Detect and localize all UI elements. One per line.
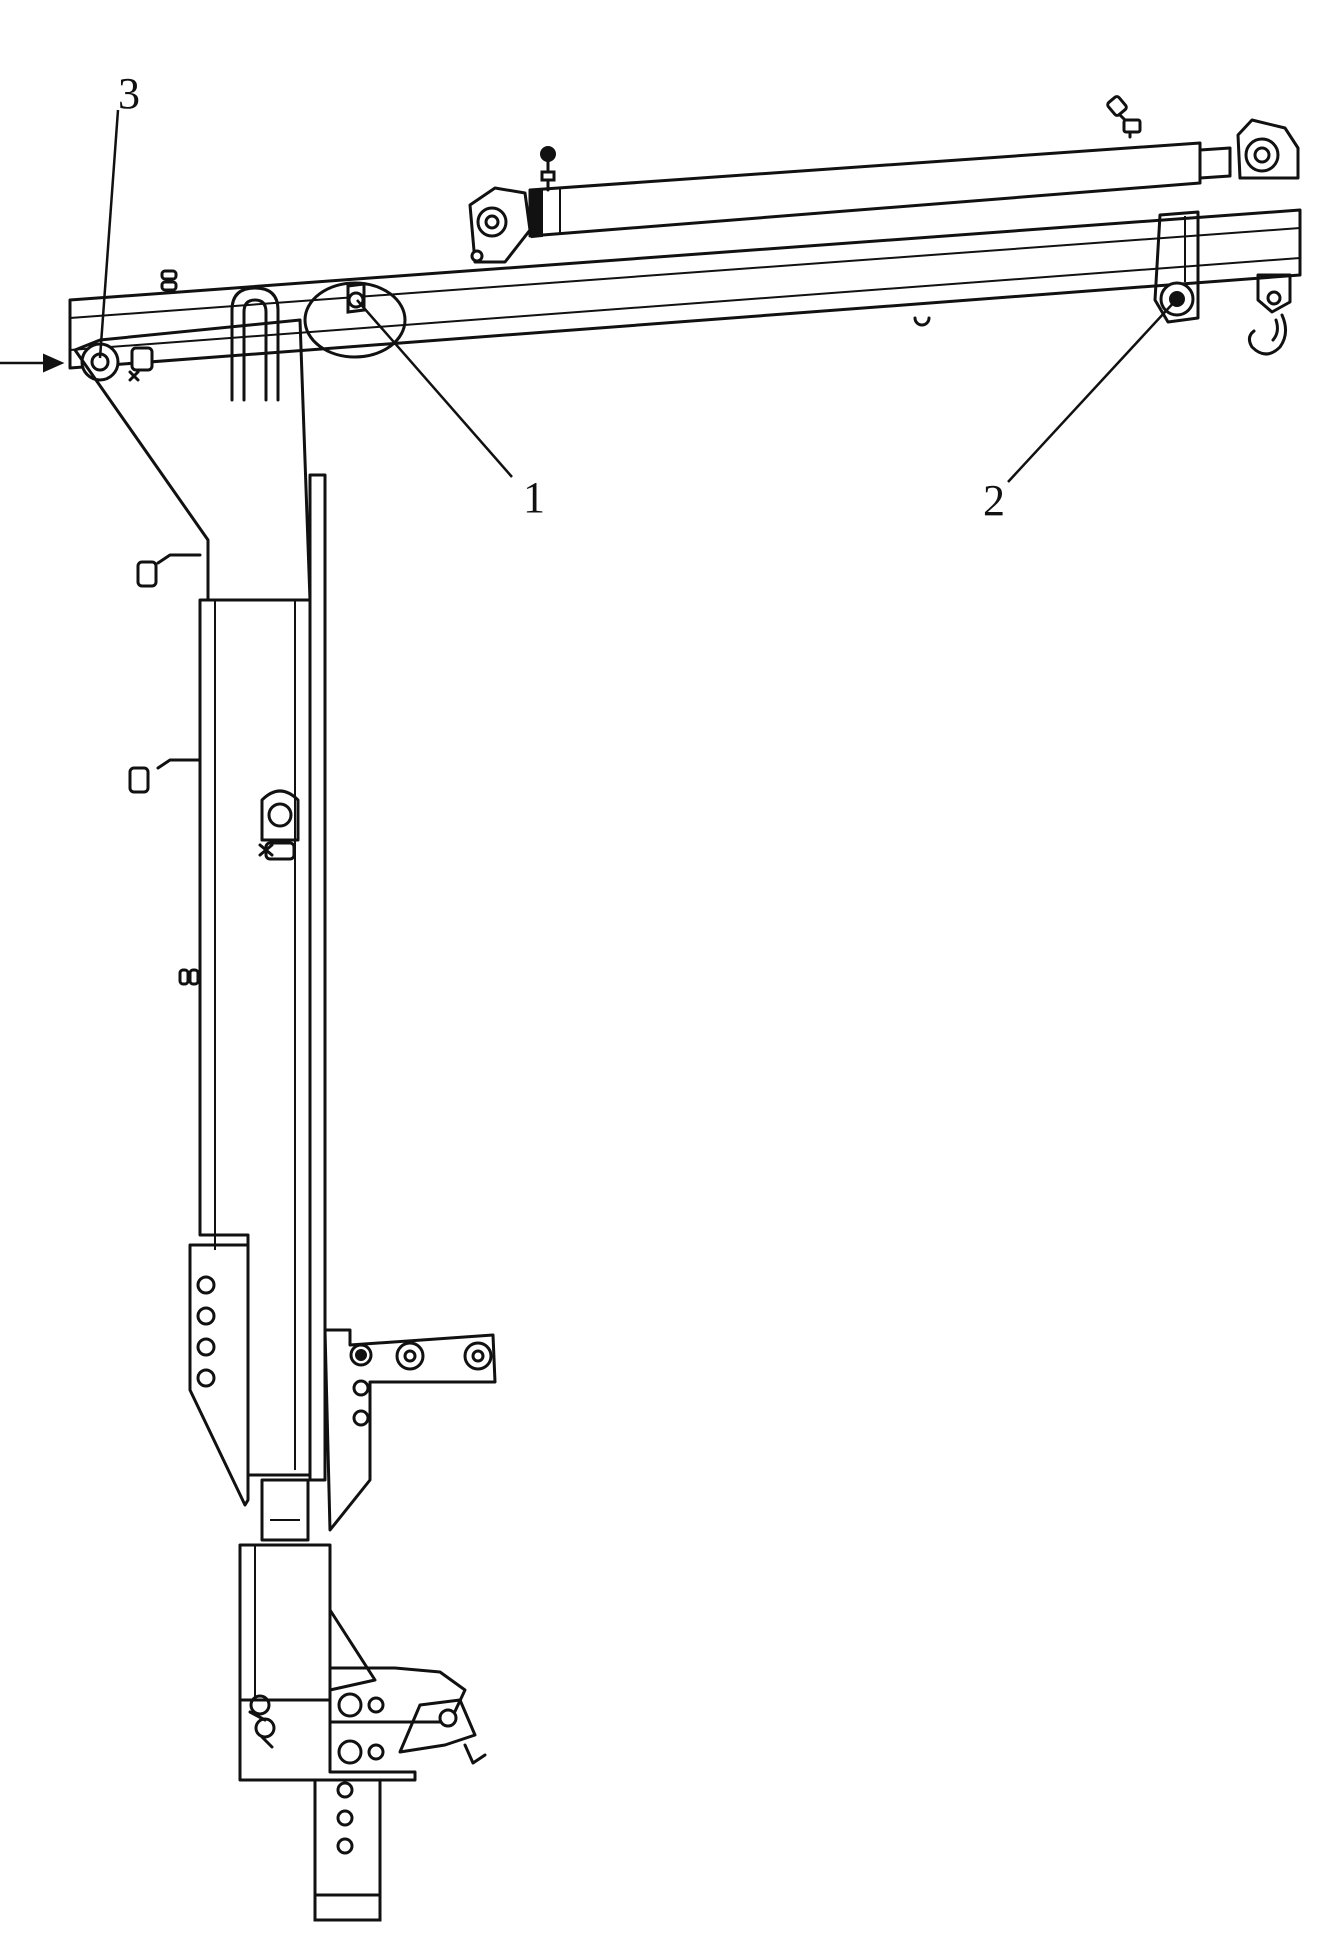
callout-2: 2 [983, 476, 1005, 525]
callout-1: 1 [523, 473, 545, 522]
boom-tip [1236, 118, 1300, 356]
hydraulic-cylinder [468, 95, 1232, 264]
leader-lines [0, 109, 1178, 483]
base-sleeve [188, 1243, 497, 1922]
callout-3: 3 [118, 69, 140, 118]
mast [73, 318, 327, 1482]
pin-1-area [303, 281, 407, 359]
boom [68, 208, 1302, 370]
